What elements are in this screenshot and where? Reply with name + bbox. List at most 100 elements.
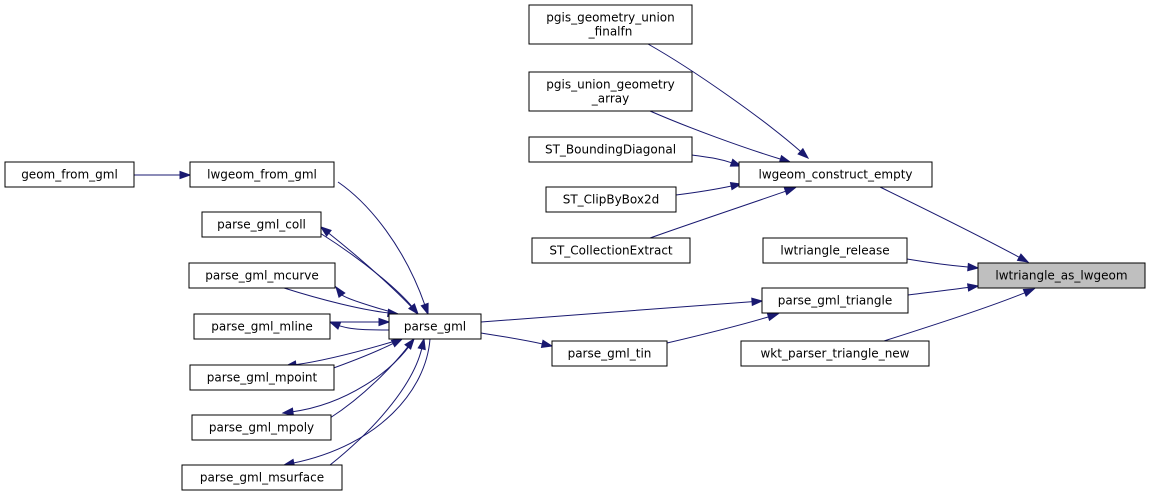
node-st-collectionextract-box[interactable] (531, 237, 691, 264)
edge-pgis-geometry-union-finalfn-to-lwgeom-construct-empty-arrowhead (797, 147, 810, 159)
edge-pgis-geometry-union-finalfn-to-lwgeom-construct-empty-line (647, 43, 802, 153)
node-parse-gml-msurface-box[interactable] (181, 464, 343, 491)
node-parse-gml-coll[interactable]: parse_gml_coll (201, 211, 322, 238)
node-parse-gml-tin[interactable]: parse_gml_tin (551, 340, 668, 367)
node-parse-gml-mline-box[interactable] (193, 313, 331, 340)
edge-pgis-union-geometry-array-to-lwgeom-construct-empty-line (649, 110, 782, 160)
edge-parse-gml-msurface-to-parse-gml-line (329, 347, 423, 466)
edge-parse-gml-mpoly-to-parse-gml-arrowhead (404, 337, 415, 350)
edge-parse-gml-tin-to-parse-gml-triangle-arrowhead (766, 312, 780, 322)
node-wkt-parser-triangle-new[interactable]: wkt_parser_triangle_new (740, 340, 930, 367)
edge-pgis-geometry-union-finalfn-to-lwgeom-construct-empty (647, 43, 810, 159)
edge-parse-gml-triangle-to-lwtriangle-as-lwgeom-line (907, 286, 970, 296)
node-parse-gml-tin-box[interactable] (551, 340, 668, 367)
edge-parse-gml-triangle-to-lwtriangle-as-lwgeom-arrowhead (966, 283, 980, 292)
edge-parse-gml-mpoly-to-parse-gml-line (329, 345, 409, 419)
node-st-boundingdiagonal-box[interactable] (528, 136, 693, 163)
edge-st-collectionextract-to-lwgeom-construct-empty-line (649, 190, 787, 239)
node-pgis-union-geometry-array-label-1: pgis_union_geometry (546, 78, 674, 92)
node-pgis-geometry-union-finalfn-box[interactable] (528, 4, 693, 45)
node-st-clipbybox2d[interactable]: ST_ClipByBox2d (545, 186, 677, 213)
edge-st-clipbybox2d-to-lwgeom-construct-empty-arrowhead (729, 181, 743, 191)
edge-st-boundingdiagonal-to-lwgeom-construct-empty (691, 154, 743, 167)
nodes-layer: lwtriangle_as_lwgeom lwgeom_construct_emp… (4, 4, 1146, 491)
node-geom-from-gml[interactable]: geom_from_gml (4, 161, 135, 188)
edge-st-collectionextract-to-lwgeom-construct-empty (649, 187, 797, 239)
node-lwtriangle-as-lwgeom-box[interactable] (977, 262, 1146, 289)
edge-parse-gml-to-parse-gml-mpoly-line (291, 338, 415, 413)
node-parse-gml-box[interactable] (388, 313, 482, 340)
node-parse-gml-coll-box[interactable] (201, 211, 322, 238)
node-parse-gml-msurface-label: parse_gml_msurface (200, 471, 324, 485)
edge-pgis-union-geometry-array-to-lwgeom-construct-empty-arrowhead (778, 154, 792, 164)
edge-parse-gml-mline-to-parse-gml-arrowhead (378, 317, 391, 327)
node-parse-gml[interactable]: parse_gml (388, 313, 482, 340)
node-lwtriangle-release-label: lwtriangle_release (780, 244, 889, 258)
edge-parse-gml-to-parse-gml-mline (328, 321, 390, 331)
node-parse-gml-mpoint-label: parse_gml_mpoint (207, 371, 318, 385)
node-lwtriangle-as-lwgeom[interactable]: lwtriangle_as_lwgeom (977, 262, 1146, 289)
edge-parse-gml-to-parse-gml-tin-line (480, 332, 544, 345)
node-parse-gml-msurface[interactable]: parse_gml_msurface (181, 464, 343, 491)
node-st-collectionextract-label: ST_CollectionExtract (549, 244, 673, 258)
node-lwtriangle-release-box[interactable] (762, 237, 908, 264)
node-parse-gml-triangle-box[interactable] (761, 287, 909, 314)
node-pgis-union-geometry-array-box[interactable] (528, 71, 693, 112)
node-lwtriangle-release[interactable]: lwtriangle_release (762, 237, 908, 264)
node-parse-gml-mcurve[interactable]: parse_gml_mcurve (188, 262, 336, 289)
edge-parse-gml-to-parse-gml-mline-line (338, 324, 390, 331)
edge-st-boundingdiagonal-to-lwgeom-construct-empty-line (691, 154, 733, 164)
node-lwgeom-construct-empty-label: lwgeom_construct_empty (758, 168, 912, 182)
node-pgis-union-geometry-array[interactable]: pgis_union_geometry_array (528, 71, 693, 112)
edge-parse-gml-to-parse-gml-mcurve (335, 285, 399, 315)
node-lwgeom-from-gml-box[interactable] (189, 161, 335, 188)
edge-parse-gml-to-parse-gml-mpoly-arrowhead (281, 407, 294, 416)
node-st-boundingdiagonal[interactable]: ST_BoundingDiagonal (528, 136, 693, 163)
edge-parse-gml-to-parse-gml-triangle-line (480, 301, 754, 323)
node-st-collectionextract[interactable]: ST_CollectionExtract (531, 237, 691, 264)
edges-layer (134, 43, 1036, 468)
edge-parse-gml-to-parse-gml-triangle-arrowhead (751, 297, 764, 307)
edge-parse-gml-mpoint-to-parse-gml-line (327, 342, 395, 371)
node-pgis-union-geometry-array-label-2: _array (591, 92, 629, 106)
edge-parse-gml-triangle-to-lwtriangle-as-lwgeom (907, 283, 980, 296)
node-lwgeom-from-gml[interactable]: lwgeom_from_gml (189, 161, 335, 188)
edge-parse-gml-to-parse-gml-coll-line (327, 232, 419, 315)
node-parse-gml-mpoly-box[interactable] (191, 414, 332, 441)
node-parse-gml-mpoly[interactable]: parse_gml_mpoly (191, 414, 332, 441)
edge-lwtriangle-release-to-lwtriangle-as-lwgeom (906, 258, 980, 272)
edge-wkt-parser-triangle-new-to-lwtriangle-as-lwgeom-arrowhead (1022, 288, 1036, 297)
node-st-clipbybox2d-label: ST_ClipByBox2d (563, 193, 660, 207)
node-lwgeom-construct-empty[interactable]: lwgeom_construct_empty (738, 161, 933, 188)
node-wkt-parser-triangle-new-box[interactable] (740, 340, 930, 367)
node-geom-from-gml-label: geom_from_gml (21, 168, 118, 182)
node-parse-gml-mcurve-box[interactable] (188, 262, 336, 289)
edge-st-boundingdiagonal-to-lwgeom-construct-empty-arrowhead (729, 158, 743, 167)
node-st-clipbybox2d-box[interactable] (545, 186, 677, 213)
node-st-boundingdiagonal-label: ST_BoundingDiagonal (545, 143, 676, 157)
edge-parse-gml-to-parse-gml-mcurve-arrowhead (335, 285, 346, 299)
node-pgis-geometry-union-finalfn[interactable]: pgis_geometry_union_finalfn (528, 4, 693, 45)
node-parse-gml-mpoint-box[interactable] (189, 364, 335, 391)
node-pgis-geometry-union-finalfn-label-1: pgis_geometry_union (546, 11, 674, 25)
edge-lwgeom-from-gml-to-parse-gml (337, 181, 429, 316)
edge-geom-from-gml-to-lwgeom-from-gml-arrowhead (179, 170, 192, 180)
edge-lwgeom-from-gml-to-parse-gml-line (337, 181, 426, 306)
node-geom-from-gml-box[interactable] (4, 161, 135, 188)
node-parse-gml-mpoint[interactable]: parse_gml_mpoint (189, 364, 335, 391)
edge-parse-gml-to-parse-gml-coll-arrowhead (319, 226, 332, 237)
node-lwgeom-construct-empty-box[interactable] (738, 161, 933, 188)
edge-parse-gml-to-parse-gml-tin-arrowhead (540, 339, 554, 348)
edge-parse-gml-mpoly-to-parse-gml (329, 337, 415, 419)
edge-parse-gml-to-parse-gml-mpoly (281, 338, 415, 416)
edge-st-clipbybox2d-to-lwgeom-construct-empty-line (675, 185, 733, 196)
node-parse-gml-triangle[interactable]: parse_gml_triangle (761, 287, 909, 314)
edge-parse-gml-mcurve-to-parse-gml-line (283, 287, 390, 314)
edge-parse-gml-to-parse-gml-triangle (480, 297, 764, 323)
node-parse-gml-mline[interactable]: parse_gml_mline (193, 313, 331, 340)
edge-parse-gml-to-parse-gml-tin (480, 332, 554, 348)
node-parse-gml-mpoly-label: parse_gml_mpoly (209, 421, 314, 435)
edge-parse-gml-to-parse-gml-mline-arrowhead (328, 321, 342, 330)
node-parse-gml-triangle-label: parse_gml_triangle (778, 294, 892, 308)
